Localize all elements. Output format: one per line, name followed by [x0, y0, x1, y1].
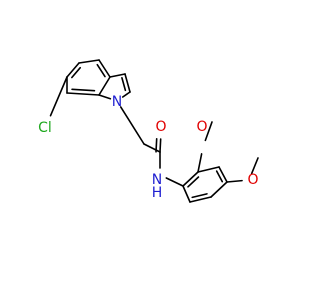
bond-c6-c5-second-line: [71, 66, 82, 79]
chemical-structure-diagram: Cl N O N H O O: [38, 59, 259, 203]
bond-carbonyl-o: [159, 138, 162, 153]
bond-c3-c2: [124, 73, 131, 93]
bond-c2-n1: [121, 91, 131, 98]
bond-ar1-ar2-second-line: [187, 176, 200, 188]
bonds-layer: [49, 59, 259, 203]
bond-ar2-o: [197, 153, 203, 173]
bond-n1-ch2: [119, 106, 145, 145]
bond-ar1-ar2: [182, 171, 199, 187]
bond-ar3-ar4: [218, 166, 228, 183]
bond-c7a-c7: [66, 92, 100, 96]
bond-c6-cl: [49, 76, 68, 117]
bond-ch2-carbonyl: [143, 143, 161, 153]
bond-o-methyl-ortho: [204, 121, 213, 142]
methoxy-oxygen-para-atom-label: O: [247, 172, 258, 188]
bond-c3-c2-second-line: [121, 76, 127, 92]
bond-c6-c5: [66, 62, 80, 78]
bond-ar2-ar3: [197, 166, 220, 173]
bond-c5-c4: [78, 59, 100, 64]
bond-carbonyl-o-second-line: [155, 137, 158, 153]
methoxy-oxygen-ortho-atom-label: O: [196, 119, 207, 135]
bond-c7a-c7-second-line: [71, 88, 96, 92]
bond-ar5-ar6-second-line: [191, 193, 208, 199]
bond-n-aryl: [165, 177, 184, 187]
bond-c4-c3a-second-line: [96, 63, 106, 78]
chlorine-atom-label: Cl: [38, 120, 52, 136]
bond-ar4-o: [226, 179, 243, 183]
bond-ar5-ar6: [189, 196, 212, 203]
bond-c3a-c7a: [98, 76, 111, 96]
bond-c4-c3a: [98, 59, 111, 78]
bond-ar3-ar4-second-line: [215, 170, 224, 183]
indole-nitrogen-atom-label: N: [112, 94, 122, 110]
carbonyl-oxygen-atom-label: O: [155, 119, 166, 135]
amide-hydrogen-atom-label: H: [152, 185, 163, 201]
bond-n1-c7a: [98, 94, 112, 100]
atom-labels-layer: Cl N O N H O O: [38, 94, 258, 201]
amide-nitrogen-atom-label: N: [152, 172, 162, 188]
bond-ar4-ar5: [210, 181, 228, 198]
bond-ar6-ar1: [182, 185, 191, 203]
bond-c3a-c3: [109, 73, 126, 78]
bond-o-methyl-para: [250, 157, 259, 175]
